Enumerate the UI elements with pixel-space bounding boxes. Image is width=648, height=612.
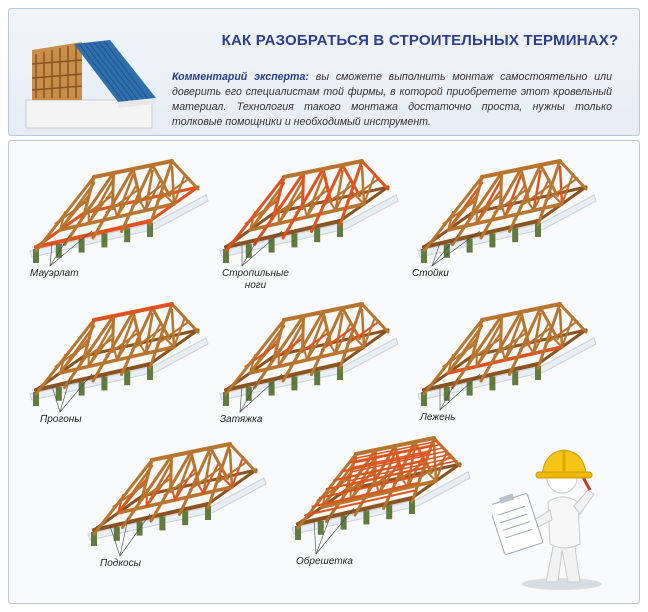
- panel-batten: [284, 432, 474, 555]
- truss-diagram-struts: [87, 442, 267, 557]
- label-line: Подкосы: [100, 558, 141, 569]
- label-line: Прогоны: [40, 414, 82, 425]
- truss-diagram-mauerlat: [29, 159, 209, 267]
- label-tie: Затяжка: [220, 414, 262, 426]
- label-posts: Стойки: [412, 268, 449, 280]
- panel-tie: [212, 298, 402, 418]
- label-line: Затяжка: [220, 414, 263, 425]
- label-mauerlat: Мауэрлат: [30, 268, 79, 280]
- label-line: Стойки: [412, 268, 449, 279]
- label-line: Стропильные: [222, 268, 289, 279]
- panel-purlins: [22, 298, 212, 418]
- label-line: Обрешетка: [296, 556, 353, 567]
- truss-diagram-rafters: [219, 159, 399, 267]
- truss-diagram-sill: [417, 302, 597, 411]
- label-line: Мауэрлат: [30, 268, 79, 279]
- label-line: Лежень: [420, 412, 456, 423]
- page-title: КАК РАЗОБРАТЬСЯ В СТРОИТЕЛЬНЫХ ТЕРМИНАХ?: [221, 32, 619, 49]
- truss-diagram-posts: [417, 159, 597, 267]
- truss-diagram-tie: [219, 302, 399, 413]
- label-sill: Лежень: [420, 412, 456, 424]
- label-struts: Подкосы: [100, 558, 141, 570]
- comment-lead: Комментарий эксперта:: [172, 71, 309, 83]
- label-purlins: Прогоны: [40, 414, 82, 426]
- panel-mauerlat: [22, 155, 212, 275]
- panel-rafters: [212, 155, 402, 275]
- comment-text: вы сможете выполнить монтаж самостоятель…: [172, 71, 612, 128]
- panel-posts: [410, 155, 600, 275]
- label-batten: Обрешетка: [296, 556, 353, 568]
- house-roof-icon: [22, 40, 162, 130]
- worker-figure-icon: [488, 432, 622, 592]
- label-line: ноги: [244, 280, 267, 291]
- truss-diagram-batten: [291, 436, 471, 555]
- truss-diagram-purlins: [29, 302, 209, 413]
- expert-comment: Комментарий эксперта: вы сможете выполни…: [172, 70, 612, 130]
- panel-sill: [410, 298, 600, 418]
- panel-struts: [80, 438, 270, 558]
